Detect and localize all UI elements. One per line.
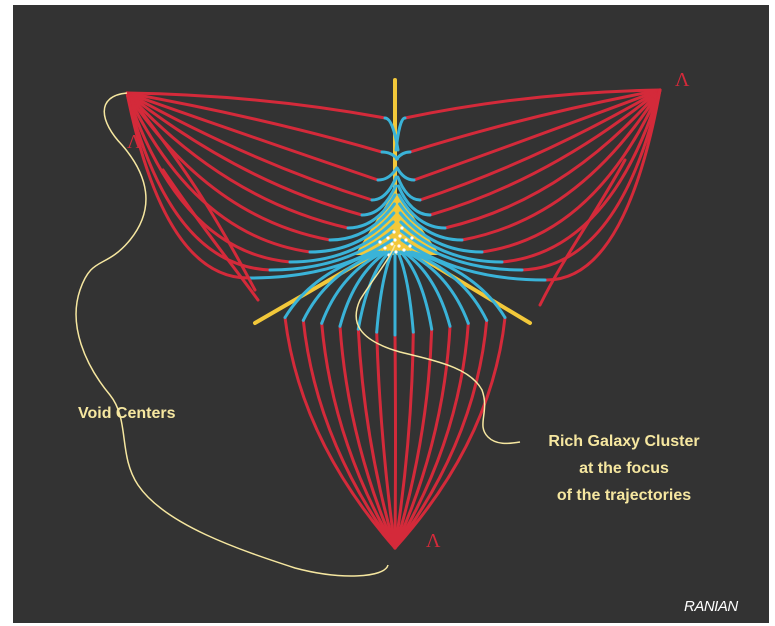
galaxy-cluster <box>378 226 414 257</box>
trajectory-red <box>393 327 434 550</box>
trajectory-red <box>125 91 364 217</box>
trajectory-red <box>125 91 252 280</box>
trajectory-blue <box>394 116 407 152</box>
trajectory-red <box>393 333 397 550</box>
trajectory-blue <box>397 193 447 230</box>
trajectory-blue <box>375 250 394 334</box>
trajectory-red <box>500 88 662 264</box>
galaxy-dot <box>392 230 396 234</box>
galaxy-dot <box>378 240 382 244</box>
trajectory-blue <box>308 211 396 254</box>
trajectory-red <box>428 88 662 217</box>
trajectory-blue <box>398 211 484 254</box>
galaxy-dot <box>393 238 397 242</box>
trajectory-blue <box>338 250 388 328</box>
galaxy-dot <box>398 234 402 238</box>
trajectory-red <box>408 88 662 154</box>
trajectory-red <box>418 88 662 202</box>
trajectory-red <box>125 91 374 202</box>
artist-signature: RANIAN <box>684 598 738 615</box>
trajectory-red <box>125 91 387 120</box>
trajectory-blue <box>410 250 507 319</box>
galaxy-dot <box>402 248 406 252</box>
lambda-bottom: Λ <box>426 530 441 552</box>
trajectory-red <box>403 88 662 120</box>
galaxy-dot <box>408 244 412 248</box>
trajectories-bottom <box>283 250 507 550</box>
trajectory-blue <box>395 166 416 182</box>
trajectory-blue <box>248 238 394 280</box>
trajectory-blue <box>399 250 434 331</box>
galaxy-dot <box>390 242 394 246</box>
trajectory-red <box>301 318 397 550</box>
trajectory-blue <box>370 175 398 202</box>
trajectory-red <box>393 321 470 550</box>
trajectory-blue <box>395 150 412 161</box>
trajectory-red <box>375 330 397 550</box>
galaxy-dot <box>404 238 408 242</box>
trajectory-red <box>412 88 662 182</box>
trajectory-red <box>538 158 627 307</box>
trajectory-blue <box>320 250 386 325</box>
galaxy-dot <box>394 250 398 254</box>
galaxy-dot <box>383 246 387 250</box>
galaxy-dot <box>400 226 404 230</box>
trajectory-red <box>125 91 350 230</box>
trajectory-red <box>283 316 397 550</box>
trajectories-upper-right <box>394 88 662 307</box>
trajectory-blue <box>301 250 383 322</box>
trajectory-red <box>356 327 397 550</box>
trajectory-blue <box>288 220 395 264</box>
trajectories-upper-left <box>125 91 400 302</box>
trajectory-blue <box>400 238 547 282</box>
trajectory-red <box>520 88 662 272</box>
trajectory-blue <box>396 250 415 334</box>
lambda-upper-left: Λ <box>127 131 142 153</box>
trajectory-red <box>460 88 662 242</box>
trajectory-blue <box>407 250 489 322</box>
trajectory-red <box>443 88 662 230</box>
lambda-upper-right: Λ <box>675 69 690 91</box>
trajectory-red <box>138 108 257 292</box>
trajectory-red <box>338 324 397 550</box>
void-centers-label: Void Centers <box>78 405 176 422</box>
cluster-label-line3: of the trajectories <box>557 487 691 504</box>
trajectory-red <box>125 91 380 182</box>
cluster-leader <box>355 244 521 445</box>
trajectory-red <box>393 316 507 550</box>
cluster-label-line2: at the focus <box>579 460 669 477</box>
trajectory-blue <box>268 229 395 272</box>
trajectory-red <box>393 318 489 550</box>
galaxy-dot <box>386 236 390 240</box>
trajectory-blue <box>396 184 432 217</box>
trajectory-blue <box>396 175 422 202</box>
galaxy-dot <box>410 236 414 240</box>
trajectory-blue <box>399 220 504 264</box>
trajectory-blue <box>398 202 464 242</box>
void-centers-leader <box>75 92 389 577</box>
trajectory-red <box>161 168 260 302</box>
trajectory-blue <box>376 166 399 182</box>
trajectory-blue <box>328 202 396 242</box>
galaxy-dot <box>397 244 401 248</box>
trajectory-red <box>480 88 662 254</box>
trajectory-blue <box>402 250 452 328</box>
trajectory-blue <box>360 184 398 217</box>
trajectory-red <box>393 324 452 550</box>
trajectory-red <box>320 321 397 550</box>
cluster-label-line1: Rich Galaxy Cluster <box>548 433 699 450</box>
trajectory-blue <box>283 250 380 319</box>
trajectory-red <box>125 91 272 272</box>
trajectory-red <box>543 88 662 282</box>
trajectory-blue <box>346 193 397 230</box>
trajectory-red <box>125 91 384 154</box>
trajectory-red <box>393 330 415 550</box>
trajectory-blue <box>404 250 470 325</box>
